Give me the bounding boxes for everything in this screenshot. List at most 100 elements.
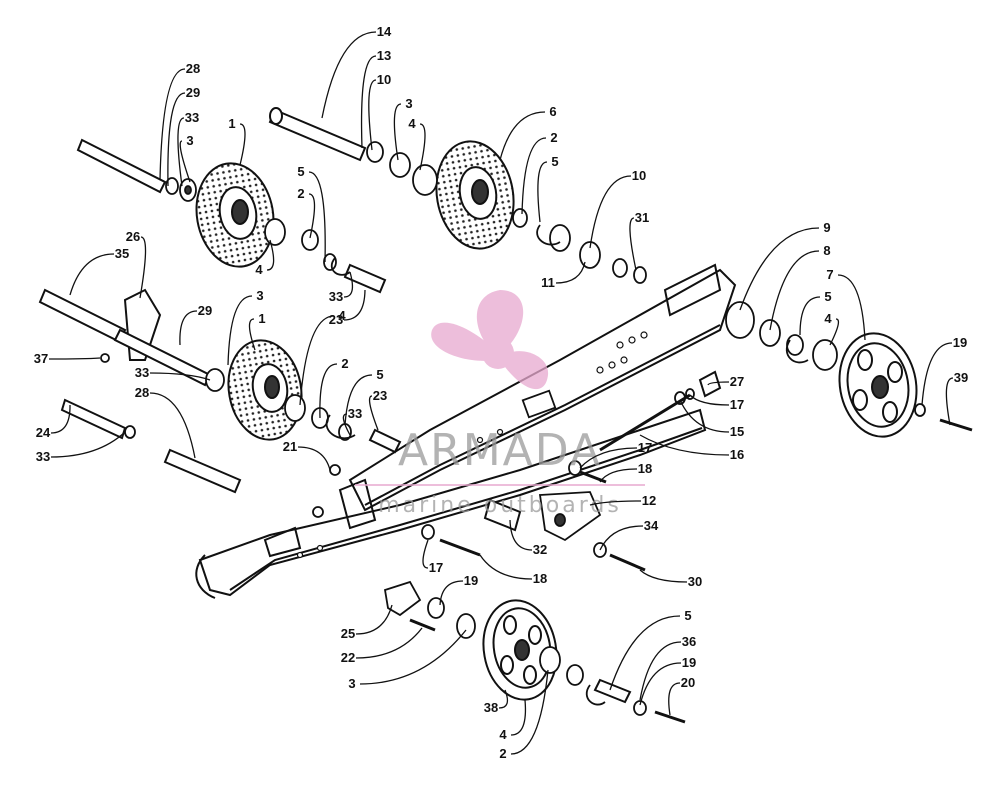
- callout-label: 9: [823, 220, 830, 235]
- leader-line: [179, 310, 198, 346]
- callout-label: 26: [126, 229, 140, 244]
- callout-label: 36: [682, 634, 696, 649]
- leader-line: [248, 318, 256, 351]
- leader-line: [50, 431, 126, 458]
- callout-label: 20: [681, 675, 695, 690]
- callout-label: 4: [338, 308, 346, 323]
- leader-line: [509, 519, 533, 551]
- leader-line: [639, 569, 688, 583]
- callout-label: 33: [36, 449, 50, 464]
- callout-label: 15: [730, 424, 744, 439]
- leader-line: [227, 295, 253, 366]
- leader-line: [679, 399, 730, 433]
- small-hardware: [124, 141, 926, 716]
- leader-line: [179, 140, 191, 183]
- brackets-bolts: [100, 353, 973, 724]
- watermark-tagline: marine outboards: [378, 493, 622, 518]
- leader-line: [50, 404, 71, 434]
- leader-line: [368, 395, 379, 431]
- watermark: ARMADA marine outboards: [355, 290, 645, 518]
- callout-label: 29: [198, 303, 212, 318]
- leader-line: [555, 261, 586, 284]
- callout-label: 33: [348, 406, 362, 421]
- callout-label: 17: [429, 560, 443, 575]
- leader-line: [689, 394, 730, 406]
- leader-line: [297, 446, 331, 471]
- leader-line: [139, 236, 147, 299]
- callout-label: 1: [228, 116, 235, 131]
- pivot-arm: [113, 288, 212, 387]
- callout-label: 33: [135, 365, 149, 380]
- leader-line: [707, 381, 730, 386]
- callout-label: 16: [730, 447, 744, 462]
- leader-line: [510, 699, 527, 736]
- leader-line: [829, 318, 840, 346]
- leader-line: [342, 413, 351, 436]
- callout-label: 33: [185, 110, 199, 125]
- callout-label: 19: [682, 655, 696, 670]
- leader-line: [769, 250, 820, 331]
- callout-label: 22: [341, 650, 355, 665]
- leader-line: [422, 539, 429, 569]
- callout-label: 28: [135, 385, 149, 400]
- wheel-38-bottom: [482, 599, 558, 701]
- leader-line: [639, 434, 730, 456]
- watermark-brand: ARMADA: [398, 425, 602, 476]
- callout-label: 23: [329, 312, 343, 327]
- callout-label: 30: [688, 574, 702, 589]
- callout-label: 17: [638, 440, 652, 455]
- callout-label: 25: [341, 626, 355, 641]
- callout-label: 35: [115, 246, 129, 261]
- leader-line: [599, 468, 638, 483]
- callout-label: 27: [730, 374, 744, 389]
- callout-label: 1: [258, 311, 265, 326]
- leader-line: [359, 629, 467, 685]
- callout-label: 34: [644, 518, 659, 533]
- leader-line: [308, 171, 326, 263]
- leader-line: [609, 615, 681, 691]
- leader-line: [368, 79, 377, 151]
- callout-label: 7: [826, 267, 833, 282]
- callout-label: 19: [464, 573, 478, 588]
- leader-line: [629, 217, 637, 271]
- leader-line: [668, 682, 681, 716]
- axle-shafts: [38, 107, 722, 704]
- leader-line: [159, 68, 186, 181]
- callout-label: 19: [953, 335, 967, 350]
- leader-line: [599, 525, 644, 551]
- callout-label: 4: [499, 727, 507, 742]
- leader-line: [167, 92, 186, 187]
- callout-label: 4: [824, 311, 832, 326]
- callout-label: 5: [297, 164, 304, 179]
- leader-line: [639, 662, 682, 706]
- callout-label: 5: [551, 154, 558, 169]
- callout-label: 24: [36, 425, 51, 440]
- callout-label: 2: [341, 356, 348, 371]
- callout-label: 38: [484, 700, 498, 715]
- callout-label: 3: [256, 288, 263, 303]
- leader-line: [360, 55, 377, 149]
- callout-label: 4: [255, 262, 263, 277]
- leader-line: [499, 111, 546, 161]
- leader-line: [945, 377, 954, 426]
- leader-line: [266, 239, 275, 271]
- callout-label: 37: [34, 351, 48, 366]
- leader-line: [521, 137, 547, 215]
- leader-line: [344, 374, 373, 426]
- leader-line: [239, 123, 246, 166]
- leader-line: [355, 627, 423, 659]
- propeller-logo-icon: [431, 290, 549, 390]
- callout-label: 32: [533, 542, 547, 557]
- wheel-1-upper: [195, 162, 275, 268]
- callout-label: 31: [635, 210, 649, 225]
- callout-labels: 2829333114131034625521031263543323113732…: [34, 24, 968, 761]
- callout-label: 14: [377, 24, 392, 39]
- leader-line: [439, 580, 464, 606]
- callout-label: 2: [297, 186, 304, 201]
- leader-line: [308, 193, 316, 239]
- callout-label: 23: [373, 388, 387, 403]
- leader-line: [355, 604, 393, 635]
- leader-line: [343, 289, 366, 321]
- callout-label: 18: [533, 571, 547, 586]
